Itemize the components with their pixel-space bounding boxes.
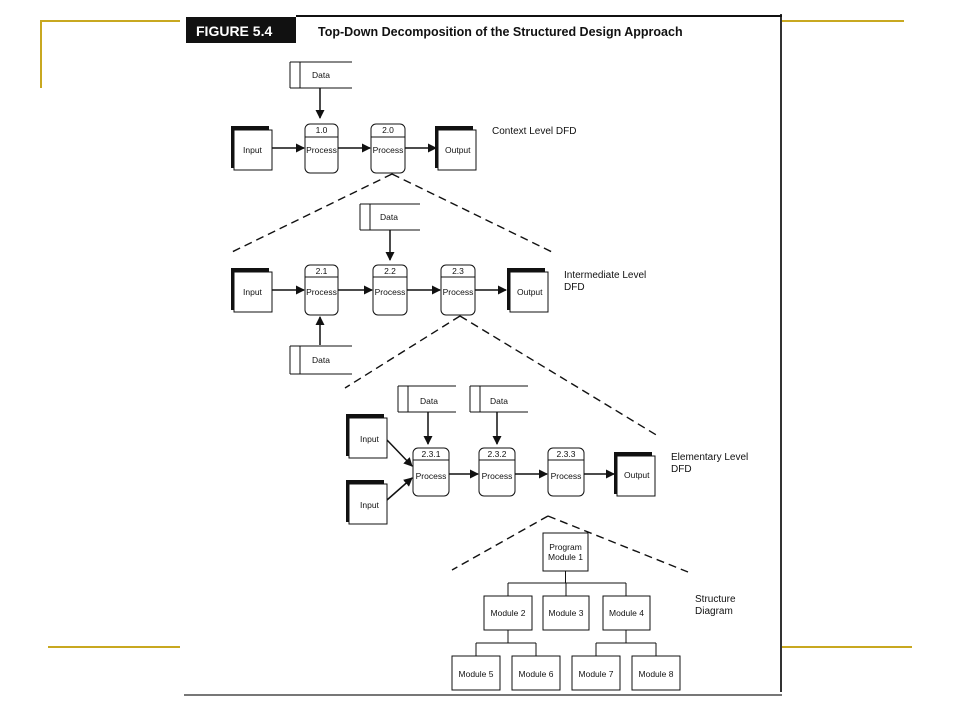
- process-2-3-id: 2.3: [452, 266, 464, 276]
- module-4-label: Module 4: [609, 608, 644, 618]
- process-2-0-label: Process: [373, 145, 404, 155]
- process-2-3-1: 2.3.1 Process: [412, 447, 450, 497]
- process-1-0-label: Process: [306, 145, 337, 155]
- intermediate-level-dfd: Data Input 2.1 Process 2.2 Process 2.3: [231, 203, 646, 375]
- program-module-1-line2: Module 1: [548, 552, 583, 562]
- page-edge-bottom: [184, 694, 782, 696]
- elementary-input-entity-1: Input: [346, 414, 388, 459]
- context-output-label: Output: [445, 145, 471, 155]
- module-8-label: Module 8: [639, 669, 674, 679]
- elementary-data-store-2: Data: [469, 385, 528, 413]
- elementary-level-caption-line1: Elementary Level: [671, 452, 748, 463]
- structure-diagram: Program Module 1 Module 2 Module 3: [451, 532, 736, 691]
- elementary-level-dfd: Data Data Input Input 2.3.1 Process: [346, 385, 748, 525]
- elementary-output-label: Output: [624, 470, 650, 480]
- module-6: Module 6: [511, 655, 561, 691]
- structure-diagram-caption-line1: Structure: [695, 594, 736, 605]
- process-2-3-2-label: Process: [482, 471, 513, 481]
- figure-header: FIGURE 5.4 Top-Down Decomposition of the…: [186, 15, 782, 43]
- module-2-label: Module 2: [491, 608, 526, 618]
- context-data-store: Data: [289, 61, 352, 89]
- gold-rule-bottom-left: [48, 646, 180, 648]
- intermediate-data-store-bottom: Data: [289, 345, 352, 375]
- process-2-3-1-id: 2.3.1: [422, 449, 441, 459]
- process-2-2: 2.2 Process: [372, 264, 408, 316]
- decomposition-lines-3: [451, 515, 689, 573]
- program-module-1-line1: Program: [549, 542, 582, 552]
- process-2-0-id: 2.0: [382, 125, 394, 135]
- context-output-entity: Output: [435, 126, 477, 171]
- gold-rule-top-left-horizontal: [40, 20, 180, 22]
- elementary-input-2-label: Input: [360, 500, 380, 510]
- elementary-input-entity-2: Input: [346, 480, 388, 525]
- intermediate-output-entity: Output: [507, 268, 549, 313]
- module-3-label: Module 3: [549, 608, 584, 618]
- process-2-3-2: 2.3.2 Process: [478, 447, 516, 497]
- program-module-1: Program Module 1: [542, 532, 589, 572]
- figure-number: FIGURE 5.4: [196, 23, 272, 39]
- process-2-3-3-label: Process: [551, 471, 582, 481]
- intermediate-level-caption-line1: Intermediate Level: [564, 270, 646, 281]
- module-5-label: Module 5: [459, 669, 494, 679]
- context-input-entity: Input: [231, 126, 273, 171]
- intermediate-input-label: Input: [243, 287, 263, 297]
- intermediate-level-caption-line2: DFD: [564, 282, 585, 293]
- process-2-3-3-id: 2.3.3: [557, 449, 576, 459]
- scanned-page: [180, 8, 782, 698]
- process-2-3-label: Process: [443, 287, 474, 297]
- process-2-1-id: 2.1: [316, 266, 328, 276]
- figure-number-tab: [186, 17, 296, 43]
- gold-rule-top-right: [782, 20, 904, 22]
- structure-diagram-caption-line2: Diagram: [695, 606, 733, 617]
- decomposition-lines-1: [231, 173, 553, 253]
- process-2-3-3: 2.3.3 Process: [547, 447, 585, 497]
- figure-title: Top-Down Decomposition of the Structured…: [318, 25, 683, 39]
- process-2-1: 2.1 Process: [304, 264, 339, 316]
- module-2: Module 2: [483, 595, 533, 631]
- process-2-3-1-label: Process: [416, 471, 447, 481]
- process-2-3-2-id: 2.3.2: [488, 449, 507, 459]
- module-4: Module 4: [602, 595, 651, 631]
- module-8: Module 8: [631, 655, 681, 691]
- process-2-2-id: 2.2: [384, 266, 396, 276]
- elementary-data-store-1: Data: [397, 385, 456, 413]
- module-3: Module 3: [542, 595, 590, 631]
- process-2-2-label: Process: [375, 287, 406, 297]
- process-1-0-id: 1.0: [316, 125, 328, 135]
- context-data-label: Data: [312, 70, 330, 80]
- elementary-data-2-label: Data: [490, 396, 508, 406]
- gold-rule-bottom-right: [782, 646, 912, 648]
- intermediate-input-entity: Input: [231, 268, 273, 313]
- module-6-label: Module 6: [519, 669, 554, 679]
- elementary-input-1-label: Input: [360, 434, 380, 444]
- decomposition-lines-2: [344, 315, 659, 437]
- intermediate-output-label: Output: [517, 287, 543, 297]
- module-7-label: Module 7: [579, 669, 614, 679]
- gold-rule-top-left-vertical: [40, 20, 42, 88]
- intermediate-data-bottom-label: Data: [312, 355, 330, 365]
- process-2-1-label: Process: [306, 287, 337, 297]
- structure-connectors: [475, 571, 657, 656]
- module-7: Module 7: [571, 655, 621, 691]
- header-rule: [296, 15, 782, 17]
- process-2-3: 2.3 Process: [440, 264, 476, 316]
- intermediate-data-store-top: Data: [359, 203, 420, 231]
- intermediate-data-top-label: Data: [380, 212, 398, 222]
- context-level-dfd: Data Input 1.0 Process 2.0 Process: [231, 61, 576, 174]
- module-5: Module 5: [451, 655, 501, 691]
- process-2-0: 2.0 Process: [370, 123, 406, 174]
- context-input-label: Input: [243, 145, 263, 155]
- elementary-level-caption-line2: DFD: [671, 464, 692, 475]
- page-edge-right: [780, 14, 782, 692]
- context-level-caption: Context Level DFD: [492, 126, 576, 137]
- elementary-output-entity: Output: [614, 452, 656, 497]
- elementary-data-1-label: Data: [420, 396, 438, 406]
- process-1-0: 1.0 Process: [304, 123, 339, 174]
